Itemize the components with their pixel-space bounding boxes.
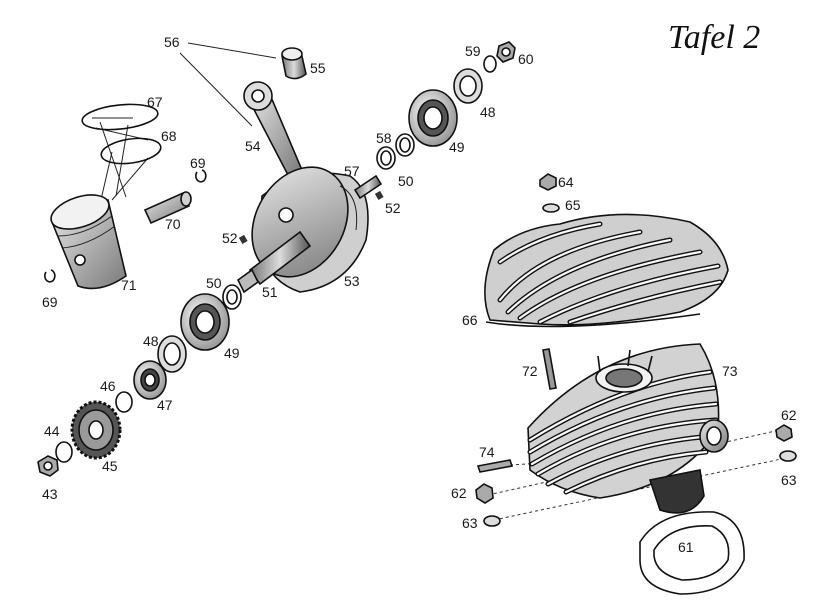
label-50-left: 50 xyxy=(206,275,222,291)
ball-bearing-49-left xyxy=(180,293,230,351)
label-74: 74 xyxy=(479,444,495,460)
label-72: 72 xyxy=(522,363,538,379)
nut-64 xyxy=(539,173,557,191)
label-56: 56 xyxy=(164,34,180,50)
label-55: 55 xyxy=(310,60,326,76)
label-58: 58 xyxy=(376,130,392,146)
shim-50-right xyxy=(395,133,415,157)
label-65: 65 xyxy=(565,197,581,213)
label-46: 46 xyxy=(100,378,116,394)
label-47: 47 xyxy=(157,397,173,413)
label-48-left: 48 xyxy=(143,333,159,349)
plate-title: Tafel 2 xyxy=(668,19,760,56)
label-60: 60 xyxy=(518,51,534,67)
label-52-right: 52 xyxy=(385,200,401,216)
cylinder xyxy=(527,343,729,514)
washer-46 xyxy=(115,391,133,413)
label-71: 71 xyxy=(121,277,137,293)
washer-63-left xyxy=(483,515,501,527)
nut-62-left xyxy=(475,483,494,504)
part-number-labels: 56 55 59 60 48 67 68 69 70 54 58 49 57 5… xyxy=(42,34,797,555)
label-73: 73 xyxy=(722,363,738,379)
label-57: 57 xyxy=(344,163,360,179)
piston-ring-67 xyxy=(81,103,159,131)
label-53: 53 xyxy=(344,273,360,289)
washer-63-right xyxy=(779,450,797,462)
label-62-left: 62 xyxy=(451,485,467,501)
stud-72 xyxy=(542,348,557,390)
piston xyxy=(50,194,127,290)
bearing-48-right xyxy=(453,68,483,104)
label-43: 43 xyxy=(42,486,58,502)
woodruff-key-52-right xyxy=(374,190,384,200)
label-49-left: 49 xyxy=(224,345,240,361)
nut-62-right xyxy=(775,424,793,442)
nut-60 xyxy=(496,41,516,63)
cylinder-head xyxy=(484,213,729,326)
label-70: 70 xyxy=(165,216,181,232)
woodruff-key-52-left xyxy=(238,234,248,244)
label-51: 51 xyxy=(262,284,278,300)
washer-59 xyxy=(483,55,497,73)
piston-pin xyxy=(143,191,192,225)
small-end-bush xyxy=(281,47,307,80)
drive-gear-45 xyxy=(70,400,122,460)
ball-bearing-49-right xyxy=(408,89,458,147)
label-68: 68 xyxy=(161,128,177,144)
label-63-right: 63 xyxy=(781,472,797,488)
head-gasket xyxy=(485,313,701,328)
label-45: 45 xyxy=(102,458,118,474)
crankshaft xyxy=(236,166,383,294)
label-63-left: 63 xyxy=(462,515,478,531)
washer-44 xyxy=(55,441,73,463)
washer-65 xyxy=(542,203,560,213)
label-61: 61 xyxy=(678,539,694,555)
connecting-rod xyxy=(243,81,304,176)
pin-74 xyxy=(476,459,514,473)
label-49-right: 49 xyxy=(449,139,465,155)
label-59: 59 xyxy=(465,43,481,59)
label-50-right: 50 xyxy=(398,173,414,189)
bearing-48-left xyxy=(157,335,187,373)
label-54: 54 xyxy=(245,138,261,154)
label-62-right: 62 xyxy=(781,407,797,423)
label-52-left: 52 xyxy=(222,230,238,246)
label-44: 44 xyxy=(44,423,60,439)
label-69-lower: 69 xyxy=(42,294,58,310)
circlip-69-lower xyxy=(44,269,56,283)
circlip-69-upper xyxy=(195,169,207,183)
nut-43 xyxy=(37,455,59,477)
label-64: 64 xyxy=(558,174,574,190)
leader-lines xyxy=(92,42,277,205)
shim-58 xyxy=(376,146,396,170)
bearing-47 xyxy=(133,360,167,400)
label-48-right: 48 xyxy=(480,104,496,120)
label-69-upper: 69 xyxy=(190,155,206,171)
label-67: 67 xyxy=(147,94,163,110)
label-66: 66 xyxy=(462,312,478,328)
piston-ring-68 xyxy=(100,137,162,165)
shim-50-left xyxy=(222,284,242,310)
